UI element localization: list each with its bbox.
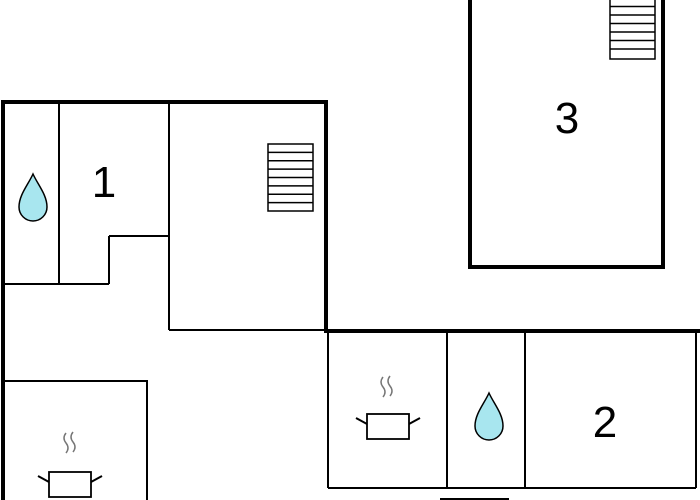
interior-walls-right xyxy=(327,331,697,500)
cooking-pot-icon xyxy=(355,375,421,440)
building-outer-wall-room-3 xyxy=(468,0,665,269)
water-drop-icon xyxy=(474,391,504,441)
room-label-1: 1 xyxy=(92,158,116,207)
interior-walls-left xyxy=(3,102,326,500)
staircase-icon xyxy=(267,143,314,212)
staircase-icon xyxy=(609,0,656,60)
building-outer-wall-left xyxy=(1,100,700,500)
room-label-3: 3 xyxy=(555,94,579,143)
cooking-pot-icon xyxy=(37,431,103,498)
room-label-2: 2 xyxy=(593,398,617,447)
water-drop-icon xyxy=(18,172,48,222)
